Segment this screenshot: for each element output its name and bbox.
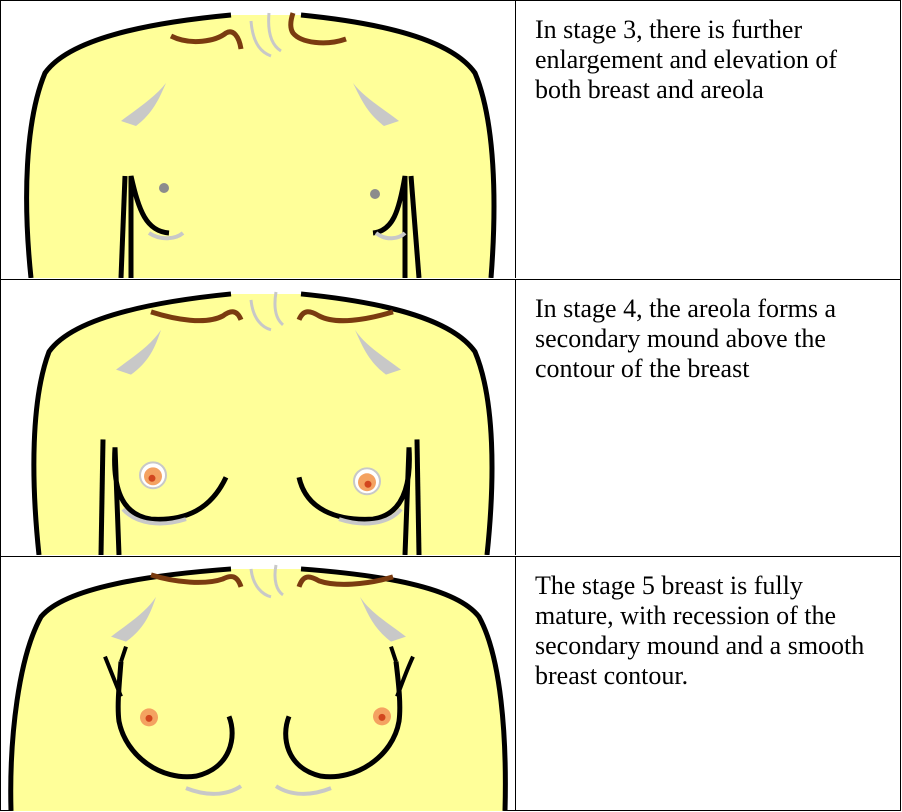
stage-3-description: In stage 3, there is further enlargement… — [517, 1, 900, 278]
stage-4-illustration-cell — [1, 280, 516, 555]
stage-3-row: In stage 3, there is further enlargement… — [1, 1, 900, 278]
stage-5-illustration-cell — [1, 557, 516, 811]
torso-stage-3-icon — [1, 1, 516, 278]
torso-stage-4-icon — [1, 280, 516, 555]
stage-4-description: In stage 4, the areola forms a secondary… — [517, 280, 900, 555]
stage-5-description: The stage 5 breast is fully mature, with… — [517, 557, 900, 811]
stage-5-row: The stage 5 breast is fully mature, with… — [1, 556, 900, 811]
stage-3-illustration-cell — [1, 1, 516, 278]
stage-4-row: In stage 4, the areola forms a secondary… — [1, 279, 900, 555]
torso-stage-5-icon — [1, 557, 516, 811]
